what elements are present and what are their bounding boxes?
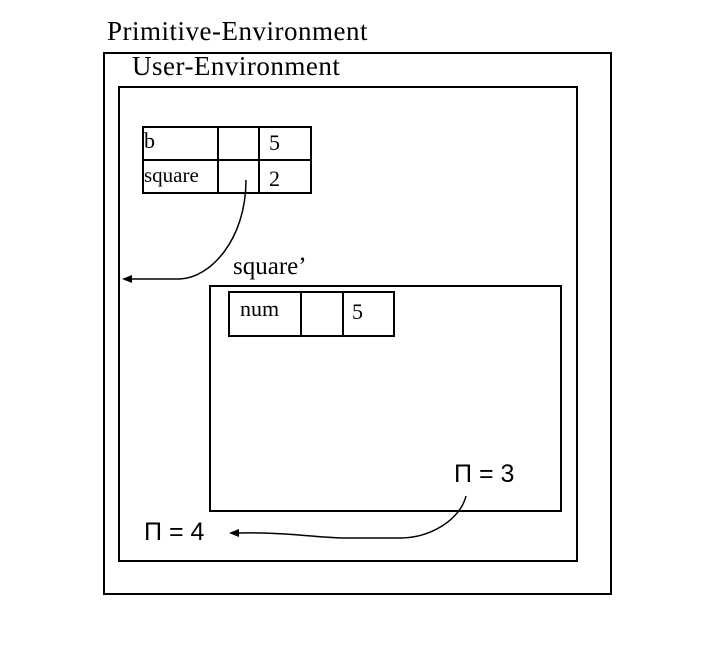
user-table-col-divider-1 [217,126,219,194]
pi-label-user-env: Π = 4 [144,518,205,546]
user-table-row-divider [142,159,312,161]
square-environment-frame [209,285,562,512]
square-environment-title: square’ [233,253,307,280]
primitive-environment-title: Primitive-Environment [107,16,368,46]
pi-link-arrow-head [229,529,239,537]
binding-name-num: num [240,296,280,321]
square-table-col-divider-1 [300,291,302,337]
binding-value-num: 5 [352,299,363,324]
user-table-col-divider-2 [258,126,260,194]
pi-link-arrow-path [235,495,467,539]
binding-name-square: square [144,163,199,187]
binding-value-b: 5 [269,130,280,155]
user-environment-frame [118,86,578,562]
square-binding-table: num 5 [228,291,395,337]
square-binding-arrow-path [128,179,247,280]
user-environment-title: User-Environment [132,51,341,81]
square-binding-arrow-head [122,275,132,283]
square-table-border [228,291,395,337]
binding-name-b: b [144,128,155,153]
user-binding-table: b 5 square 2 [142,126,312,194]
square-table-col-divider-2 [342,291,344,337]
primitive-environment-frame [103,52,612,595]
binding-value-square: 2 [269,166,280,191]
pi-label-square-env: Π = 3 [454,460,515,488]
